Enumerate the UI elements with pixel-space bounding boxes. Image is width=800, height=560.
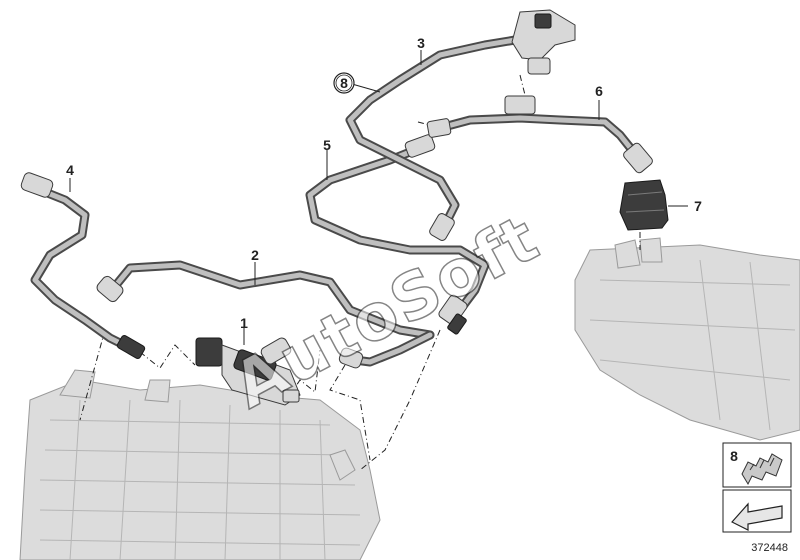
callout-4: 4 bbox=[66, 162, 74, 178]
callout-7: 7 bbox=[694, 198, 702, 214]
hose-6 bbox=[426, 95, 653, 174]
hose-2 bbox=[96, 260, 435, 369]
legend-box-arrow bbox=[722, 489, 792, 533]
callout-8: 8 bbox=[340, 75, 348, 91]
air-intake-housing bbox=[574, 237, 800, 441]
hose-5 bbox=[305, 134, 490, 335]
callout-5: 5 bbox=[323, 137, 331, 153]
diagram-part-number: 372448 bbox=[751, 542, 788, 554]
callout-3: 3 bbox=[417, 35, 425, 51]
intake-manifold bbox=[19, 369, 381, 560]
watermark-text: AutoSoft bbox=[222, 201, 552, 423]
part-7-sleeve bbox=[619, 179, 669, 231]
legend-box-8: 8 bbox=[722, 442, 792, 488]
hose-4 bbox=[20, 172, 146, 359]
top-connector bbox=[511, 9, 576, 75]
leader-lines bbox=[69, 50, 688, 345]
part-1-valve bbox=[195, 337, 301, 406]
clip-icon bbox=[741, 453, 783, 486]
callout-2: 2 bbox=[251, 247, 259, 263]
callout-1: 1 bbox=[240, 315, 248, 331]
hose-3 bbox=[345, 35, 520, 241]
arrow-icon bbox=[731, 502, 783, 531]
callout-6: 6 bbox=[595, 83, 603, 99]
callout-8-circle: 8 bbox=[333, 72, 355, 94]
legend-number-8: 8 bbox=[730, 448, 738, 464]
